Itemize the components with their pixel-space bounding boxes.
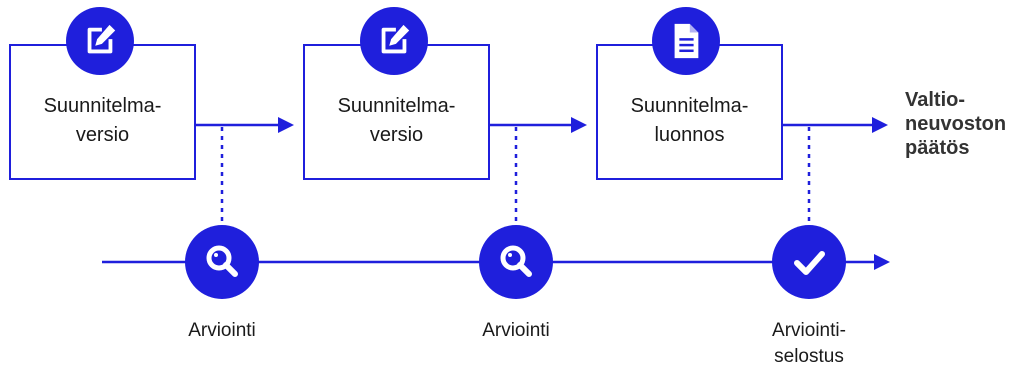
timeline-arrow-head xyxy=(874,254,890,270)
arrow-head-3 xyxy=(872,117,888,133)
arrow-head-2 xyxy=(571,117,587,133)
evaluation-label-2: Arviointi xyxy=(482,320,550,341)
evaluation-label-1: Arviointi xyxy=(188,320,256,341)
evaluation-label-3: Arviointi- selostus xyxy=(772,320,846,367)
magnifier-icon xyxy=(206,245,238,277)
outcome-label: Valtio- neuvoston päätös xyxy=(905,89,1007,159)
checkmark-icon xyxy=(794,251,825,275)
evaluation-circle-2 xyxy=(479,225,553,299)
edit-document-icon xyxy=(381,24,410,54)
plan-label: Suunnitelma- versio xyxy=(43,95,162,146)
evaluation-circle-1 xyxy=(185,225,259,299)
plan-label: Suunnitelma- luonnos xyxy=(630,95,749,146)
arrow-head-1 xyxy=(278,117,294,133)
edit-document-icon xyxy=(87,24,116,54)
plan-box-3: Suunnitelma- luonnos xyxy=(596,44,783,180)
plan-icon-circle-3 xyxy=(652,7,720,75)
magnifier-icon xyxy=(500,245,532,277)
plan-icon-circle-2 xyxy=(360,7,428,75)
plan-label: Suunnitelma- versio xyxy=(337,95,456,146)
document-icon xyxy=(674,23,699,59)
evaluation-circle-3 xyxy=(772,225,846,299)
plan-icon-circle-1 xyxy=(66,7,134,75)
